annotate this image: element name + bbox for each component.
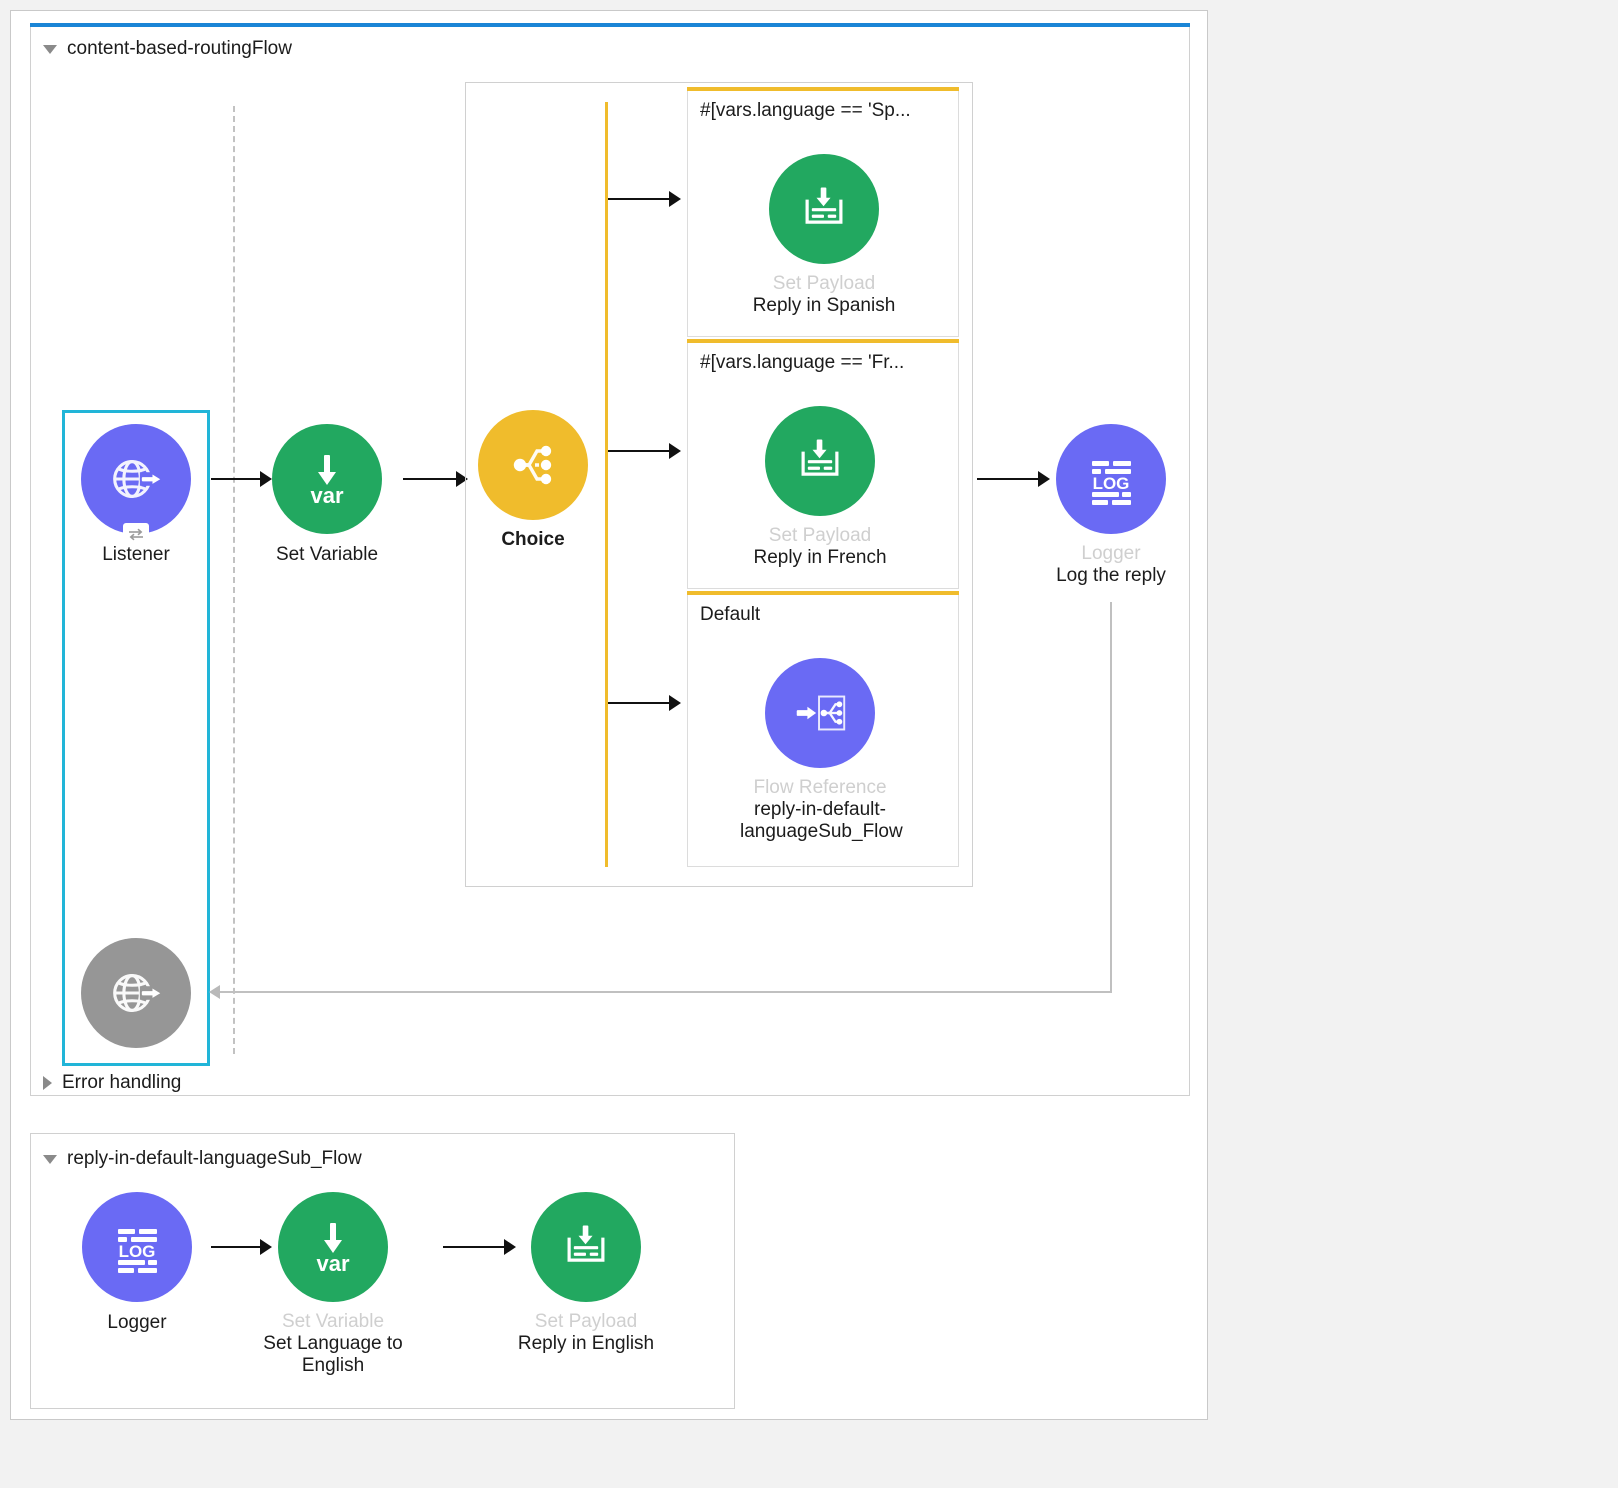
node-set-payload-french[interactable]: Set Payload Reply in French xyxy=(740,406,900,569)
canvas-panel: content-based-routingFlow xyxy=(10,10,1208,1420)
connector-choice-branch-default xyxy=(608,702,672,704)
subflow-setvariable-type-label: Set Variable xyxy=(281,1311,385,1332)
node-subflow-logger[interactable]: LOG Logger xyxy=(57,1192,217,1334)
set-payload-icon xyxy=(805,186,843,224)
node-listener[interactable]: Listener xyxy=(56,424,216,566)
node-subflow-set-variable[interactable]: var Set Variable Set Language to English xyxy=(253,1192,413,1377)
sub-flow-container[interactable]: reply-in-default-languageSub_Flow LOG xyxy=(30,1133,735,1409)
node-choice[interactable]: Choice xyxy=(453,410,613,551)
connector-arrowhead xyxy=(1038,471,1050,487)
error-handling-header[interactable]: Error handling xyxy=(43,1072,181,1094)
main-flow-header[interactable]: content-based-routingFlow xyxy=(43,38,292,60)
subflow-setpayload-name-label: Reply in English xyxy=(517,1333,655,1355)
subflow-setpayload-type-label: Set Payload xyxy=(534,1311,638,1332)
main-flow-container[interactable]: content-based-routingFlow xyxy=(30,23,1190,1096)
subflow-setvariable-name-label: Set Language to English xyxy=(263,1333,403,1377)
set-variable-var-icon: var xyxy=(316,1223,350,1276)
main-flow-title: content-based-routingFlow xyxy=(67,38,292,59)
connector-arrowhead xyxy=(669,443,681,459)
svg-text:LOG: LOG xyxy=(1093,474,1130,493)
node-flow-reference[interactable]: Flow Reference reply-in-default-language… xyxy=(740,658,903,843)
connector-choice-branch-french xyxy=(608,450,672,452)
triangle-right-icon[interactable] xyxy=(43,1076,52,1090)
branch-condition-label: #[vars.language == 'Fr... xyxy=(700,352,905,373)
sub-flow-header[interactable]: reply-in-default-languageSub_Flow xyxy=(43,1148,362,1170)
connector-arrowhead xyxy=(669,191,681,207)
branch-accent-bar xyxy=(687,339,959,343)
svg-text:var: var xyxy=(310,483,343,508)
connector-choice-logger xyxy=(977,478,1041,480)
logger-type-label: Logger xyxy=(1081,543,1141,564)
connector-arrowhead xyxy=(669,695,681,711)
return-path-arrowhead xyxy=(209,985,220,999)
flow-reference-icon-circle[interactable] xyxy=(765,658,875,768)
logger-icon-circle[interactable]: LOG xyxy=(82,1192,192,1302)
node-listener-response[interactable] xyxy=(56,938,216,1048)
set-payload-icon xyxy=(567,1224,605,1262)
svg-text:LOG: LOG xyxy=(119,1242,156,1261)
set-payload-type-label: Set Payload xyxy=(772,273,876,294)
sync-arrows-icon xyxy=(123,523,149,545)
logger-icon-circle[interactable]: LOG xyxy=(1056,424,1166,534)
return-path-vertical xyxy=(1110,602,1112,992)
logger-log-icon: LOG xyxy=(118,1229,157,1273)
set-payload-name-label: Reply in French xyxy=(753,547,887,569)
choice-branch-rail xyxy=(605,102,608,867)
set-variable-icon-circle[interactable]: var xyxy=(272,424,382,534)
connector-arrowhead xyxy=(260,1239,272,1255)
choice-branch-default[interactable]: Default xyxy=(687,591,959,867)
connector-subflow-2 xyxy=(443,1246,507,1248)
flow-reference-name-label: reply-in-default-languageSub_Flow xyxy=(740,799,903,843)
set-variable-label: Set Variable xyxy=(275,544,379,565)
triangle-down-icon[interactable] xyxy=(43,44,57,54)
choice-label: Choice xyxy=(501,529,565,550)
subflow-logger-label: Logger xyxy=(107,1312,167,1333)
choice-scope-container[interactable] xyxy=(465,82,973,887)
flow-accent-bar xyxy=(30,23,1190,27)
set-variable-var-icon: var xyxy=(310,455,344,508)
connector-setvariable-choice xyxy=(403,478,459,480)
node-set-payload-spanish[interactable]: Set Payload Reply in Spanish xyxy=(744,154,904,317)
logger-name-label: Log the reply xyxy=(1056,565,1166,587)
return-path-horizontal xyxy=(220,991,1112,993)
node-logger[interactable]: LOG Logger Log the reply xyxy=(1031,424,1191,587)
flow-reference-icon xyxy=(796,695,846,731)
choice-branch-french[interactable]: #[vars.language == 'Fr... xyxy=(687,339,959,589)
branch-condition-label: Default xyxy=(700,604,761,625)
connector-listener-setvariable xyxy=(211,478,263,480)
connector-choice-branch-spanish xyxy=(608,198,672,200)
choice-branch-spanish[interactable]: #[vars.language == 'Sp... xyxy=(687,87,959,337)
logger-log-icon: LOG xyxy=(1092,461,1131,505)
svg-text:var: var xyxy=(316,1251,349,1276)
connector-arrowhead xyxy=(260,471,272,487)
set-payload-type-label: Set Payload xyxy=(768,525,872,546)
set-payload-icon-circle[interactable] xyxy=(531,1192,641,1302)
set-variable-icon-circle[interactable]: var xyxy=(278,1192,388,1302)
set-payload-icon xyxy=(801,438,839,476)
flow-reference-type-label: Flow Reference xyxy=(753,777,887,798)
branch-accent-bar xyxy=(687,591,959,595)
branch-accent-bar xyxy=(687,87,959,91)
source-process-divider xyxy=(233,106,235,1054)
http-listener-globe-icon xyxy=(113,974,164,1012)
set-payload-icon-circle[interactable] xyxy=(765,406,875,516)
triangle-down-icon[interactable] xyxy=(43,1154,57,1164)
choice-router-icon xyxy=(513,445,552,485)
branch-condition-label: #[vars.language == 'Sp... xyxy=(700,100,911,121)
choice-icon-circle[interactable] xyxy=(478,410,588,520)
http-listener-globe-icon xyxy=(113,460,164,498)
listener-label: Listener xyxy=(102,544,170,565)
set-payload-icon-circle[interactable] xyxy=(769,154,879,264)
listener-icon-circle[interactable] xyxy=(81,424,191,545)
node-set-variable[interactable]: var Set Variable xyxy=(247,424,407,566)
error-handling-label: Error handling xyxy=(62,1072,182,1093)
source-selection-rect[interactable] xyxy=(62,410,210,1066)
set-payload-name-label: Reply in Spanish xyxy=(752,295,896,317)
connector-subflow-1 xyxy=(211,1246,263,1248)
sub-flow-title: reply-in-default-languageSub_Flow xyxy=(67,1148,362,1169)
listener-response-icon-circle[interactable] xyxy=(81,938,191,1048)
node-subflow-set-payload[interactable]: Set Payload Reply in English xyxy=(506,1192,666,1355)
connector-arrowhead xyxy=(504,1239,516,1255)
